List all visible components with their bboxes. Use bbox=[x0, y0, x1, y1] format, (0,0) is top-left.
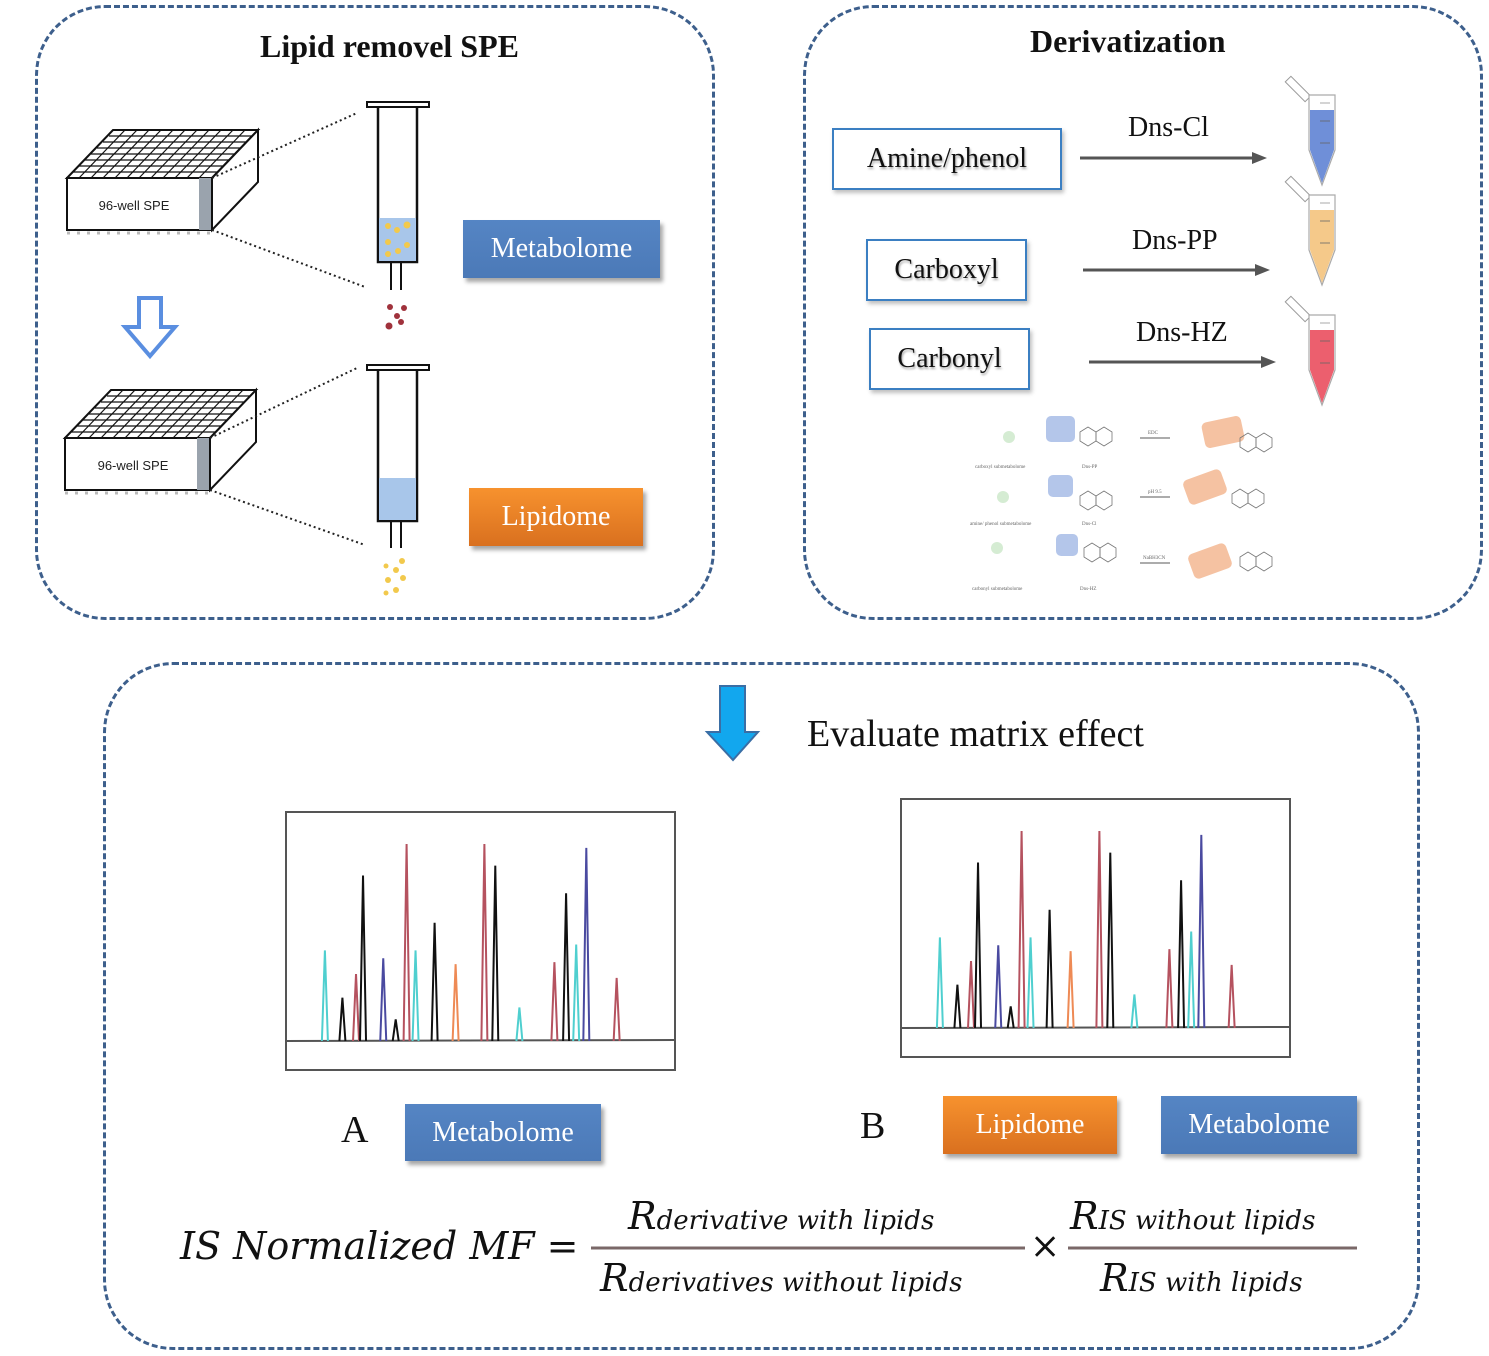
formula-sub: derivative with lipids bbox=[656, 1206, 935, 1236]
chromatogram-peak bbox=[1106, 852, 1115, 1029]
chromatogram-peak bbox=[1045, 909, 1054, 1029]
scheme-condition-2: pH 9.5 bbox=[1148, 490, 1162, 495]
scheme-condition-1: EDC bbox=[1148, 431, 1159, 436]
formula-r: R bbox=[1070, 1194, 1099, 1238]
reaction-arrow-3 bbox=[1089, 356, 1276, 368]
formula-numerator-2: RIS without lipids bbox=[1070, 1194, 1315, 1238]
lipid-removal-spe-panel: Lipid removel SPE bbox=[35, 5, 715, 620]
chromatogram-peak bbox=[1017, 830, 1026, 1029]
formula-denominator-2: RIS with lipids bbox=[1100, 1256, 1303, 1300]
plate-label-top: 96-well SPE bbox=[99, 198, 170, 213]
formula-sub: IS without lipids bbox=[1098, 1206, 1316, 1236]
group-amine-phenol: Amine/phenol bbox=[832, 128, 1062, 190]
chromatogram-peak bbox=[451, 964, 460, 1042]
chromatogram-peak bbox=[572, 944, 581, 1042]
chromatogram-peak bbox=[1197, 834, 1206, 1029]
tube-icon bbox=[1284, 175, 1336, 287]
spe-panel-title: Lipid removel SPE bbox=[260, 28, 519, 64]
chromatogram-peak bbox=[1187, 931, 1196, 1029]
reaction-scheme bbox=[991, 416, 1273, 579]
chart-b-metabolome-label: Metabolome bbox=[1161, 1096, 1357, 1154]
formula-sub: IS with lipids bbox=[1128, 1268, 1303, 1298]
formula-lhs: IS Normalized MF = bbox=[180, 1224, 579, 1268]
evaluate-matrix-effect-panel bbox=[103, 662, 1420, 1350]
chromatogram-peak bbox=[430, 922, 439, 1042]
chromatogram-a bbox=[285, 811, 676, 1071]
derivatization-panel-title: Derivatization bbox=[1030, 23, 1226, 59]
hollow-arrow-down-icon bbox=[120, 296, 180, 360]
scheme-substrate-3: carbonyl submetabolome bbox=[972, 587, 1023, 592]
scheme-labels: carboxyl submetabolome Dns-PP EDC amine/… bbox=[970, 431, 1166, 592]
spe-plate-top bbox=[64, 112, 366, 288]
group-carboxyl: Carboxyl bbox=[866, 239, 1027, 301]
reagent-dns-hz: Dns-HZ bbox=[1136, 317, 1228, 348]
chromatogram-peak bbox=[1026, 937, 1035, 1029]
chromatogram-peak bbox=[1227, 964, 1236, 1029]
scheme-reagent-1: Dns-PP bbox=[1082, 465, 1098, 470]
chromatogram-peak bbox=[953, 984, 962, 1029]
scheme-condition-3: NaBH3CN bbox=[1143, 556, 1166, 561]
chromatogram-peak bbox=[359, 875, 368, 1042]
chromatogram-peak bbox=[1095, 830, 1104, 1029]
metabolome-label: Metabolome bbox=[463, 220, 660, 278]
chromatogram-peak bbox=[994, 945, 1003, 1029]
reaction-arrow-1 bbox=[1080, 152, 1267, 164]
chromatogram-peak bbox=[612, 977, 621, 1042]
spe-plate-bottom bbox=[62, 367, 366, 546]
chromatogram-peak bbox=[935, 937, 944, 1029]
chromatogram-peak bbox=[338, 997, 347, 1042]
arrow-down-icon bbox=[704, 685, 761, 762]
tube-icon bbox=[1284, 75, 1336, 187]
formula-sub: derivatives without lipids bbox=[628, 1268, 963, 1298]
derivatization-panel: Derivatization bbox=[803, 5, 1483, 620]
chart-b-lipidome-label: Lipidome bbox=[943, 1096, 1117, 1154]
formula-r: R bbox=[600, 1256, 629, 1300]
scheme-reagent-2: Dns-Cl bbox=[1082, 522, 1097, 527]
chromatogram-peak bbox=[491, 865, 500, 1042]
reagent-dns-pp: Dns-PP bbox=[1132, 225, 1218, 256]
chromatogram-peak bbox=[582, 847, 591, 1042]
chart-a-metabolome-label: Metabolome bbox=[405, 1104, 601, 1161]
chromatogram-peak bbox=[1177, 880, 1186, 1029]
chart-b-letter: B bbox=[860, 1105, 886, 1147]
chromatogram-peak bbox=[1165, 949, 1174, 1029]
lipidome-label: Lipidome bbox=[469, 488, 643, 546]
chromatogram-peak bbox=[1066, 951, 1075, 1029]
chromatogram-peak bbox=[974, 862, 983, 1029]
chart-a-letter: A bbox=[341, 1109, 369, 1151]
chromatogram-peak bbox=[391, 1019, 400, 1042]
chromatogram-b bbox=[900, 798, 1291, 1058]
scheme-substrate-1: carboxyl submetabolome bbox=[975, 465, 1026, 470]
chromatogram-peak bbox=[562, 893, 571, 1042]
formula-r: R bbox=[628, 1194, 657, 1238]
syringe-top bbox=[366, 101, 430, 330]
formula-denominator-1: Rderivatives without lipids bbox=[600, 1256, 963, 1300]
formula-r: R bbox=[1100, 1256, 1129, 1300]
chromatogram-peak bbox=[411, 950, 420, 1042]
chromatogram-peak bbox=[379, 958, 388, 1042]
formula-numerator-1: Rderivative with lipids bbox=[628, 1194, 934, 1238]
reaction-arrow-2 bbox=[1083, 264, 1270, 276]
chromatogram-peak bbox=[402, 843, 411, 1042]
syringe-bottom bbox=[366, 364, 430, 596]
plate-label-bottom: 96-well SPE bbox=[98, 458, 169, 473]
chromatogram-peak bbox=[967, 960, 976, 1029]
chromatogram-peak bbox=[352, 973, 361, 1042]
chromatogram-peak bbox=[320, 950, 329, 1042]
chromatogram-peak bbox=[1130, 994, 1139, 1029]
chromatogram-peak bbox=[480, 843, 489, 1042]
tube-icon bbox=[1284, 295, 1336, 407]
formula-times: × bbox=[1030, 1226, 1061, 1267]
evaluate-heading: Evaluate matrix effect bbox=[807, 713, 1144, 755]
chromatogram-peak bbox=[550, 962, 559, 1042]
reagent-dns-cl: Dns-Cl bbox=[1128, 112, 1209, 143]
group-carbonyl: Carbonyl bbox=[869, 328, 1030, 390]
chromatogram-peak bbox=[1006, 1006, 1015, 1029]
chromatogram-peak bbox=[515, 1007, 524, 1042]
scheme-substrate-2: amine/ phenol submetabolome bbox=[970, 522, 1032, 527]
scheme-reagent-3: Dns-HZ bbox=[1080, 587, 1096, 592]
